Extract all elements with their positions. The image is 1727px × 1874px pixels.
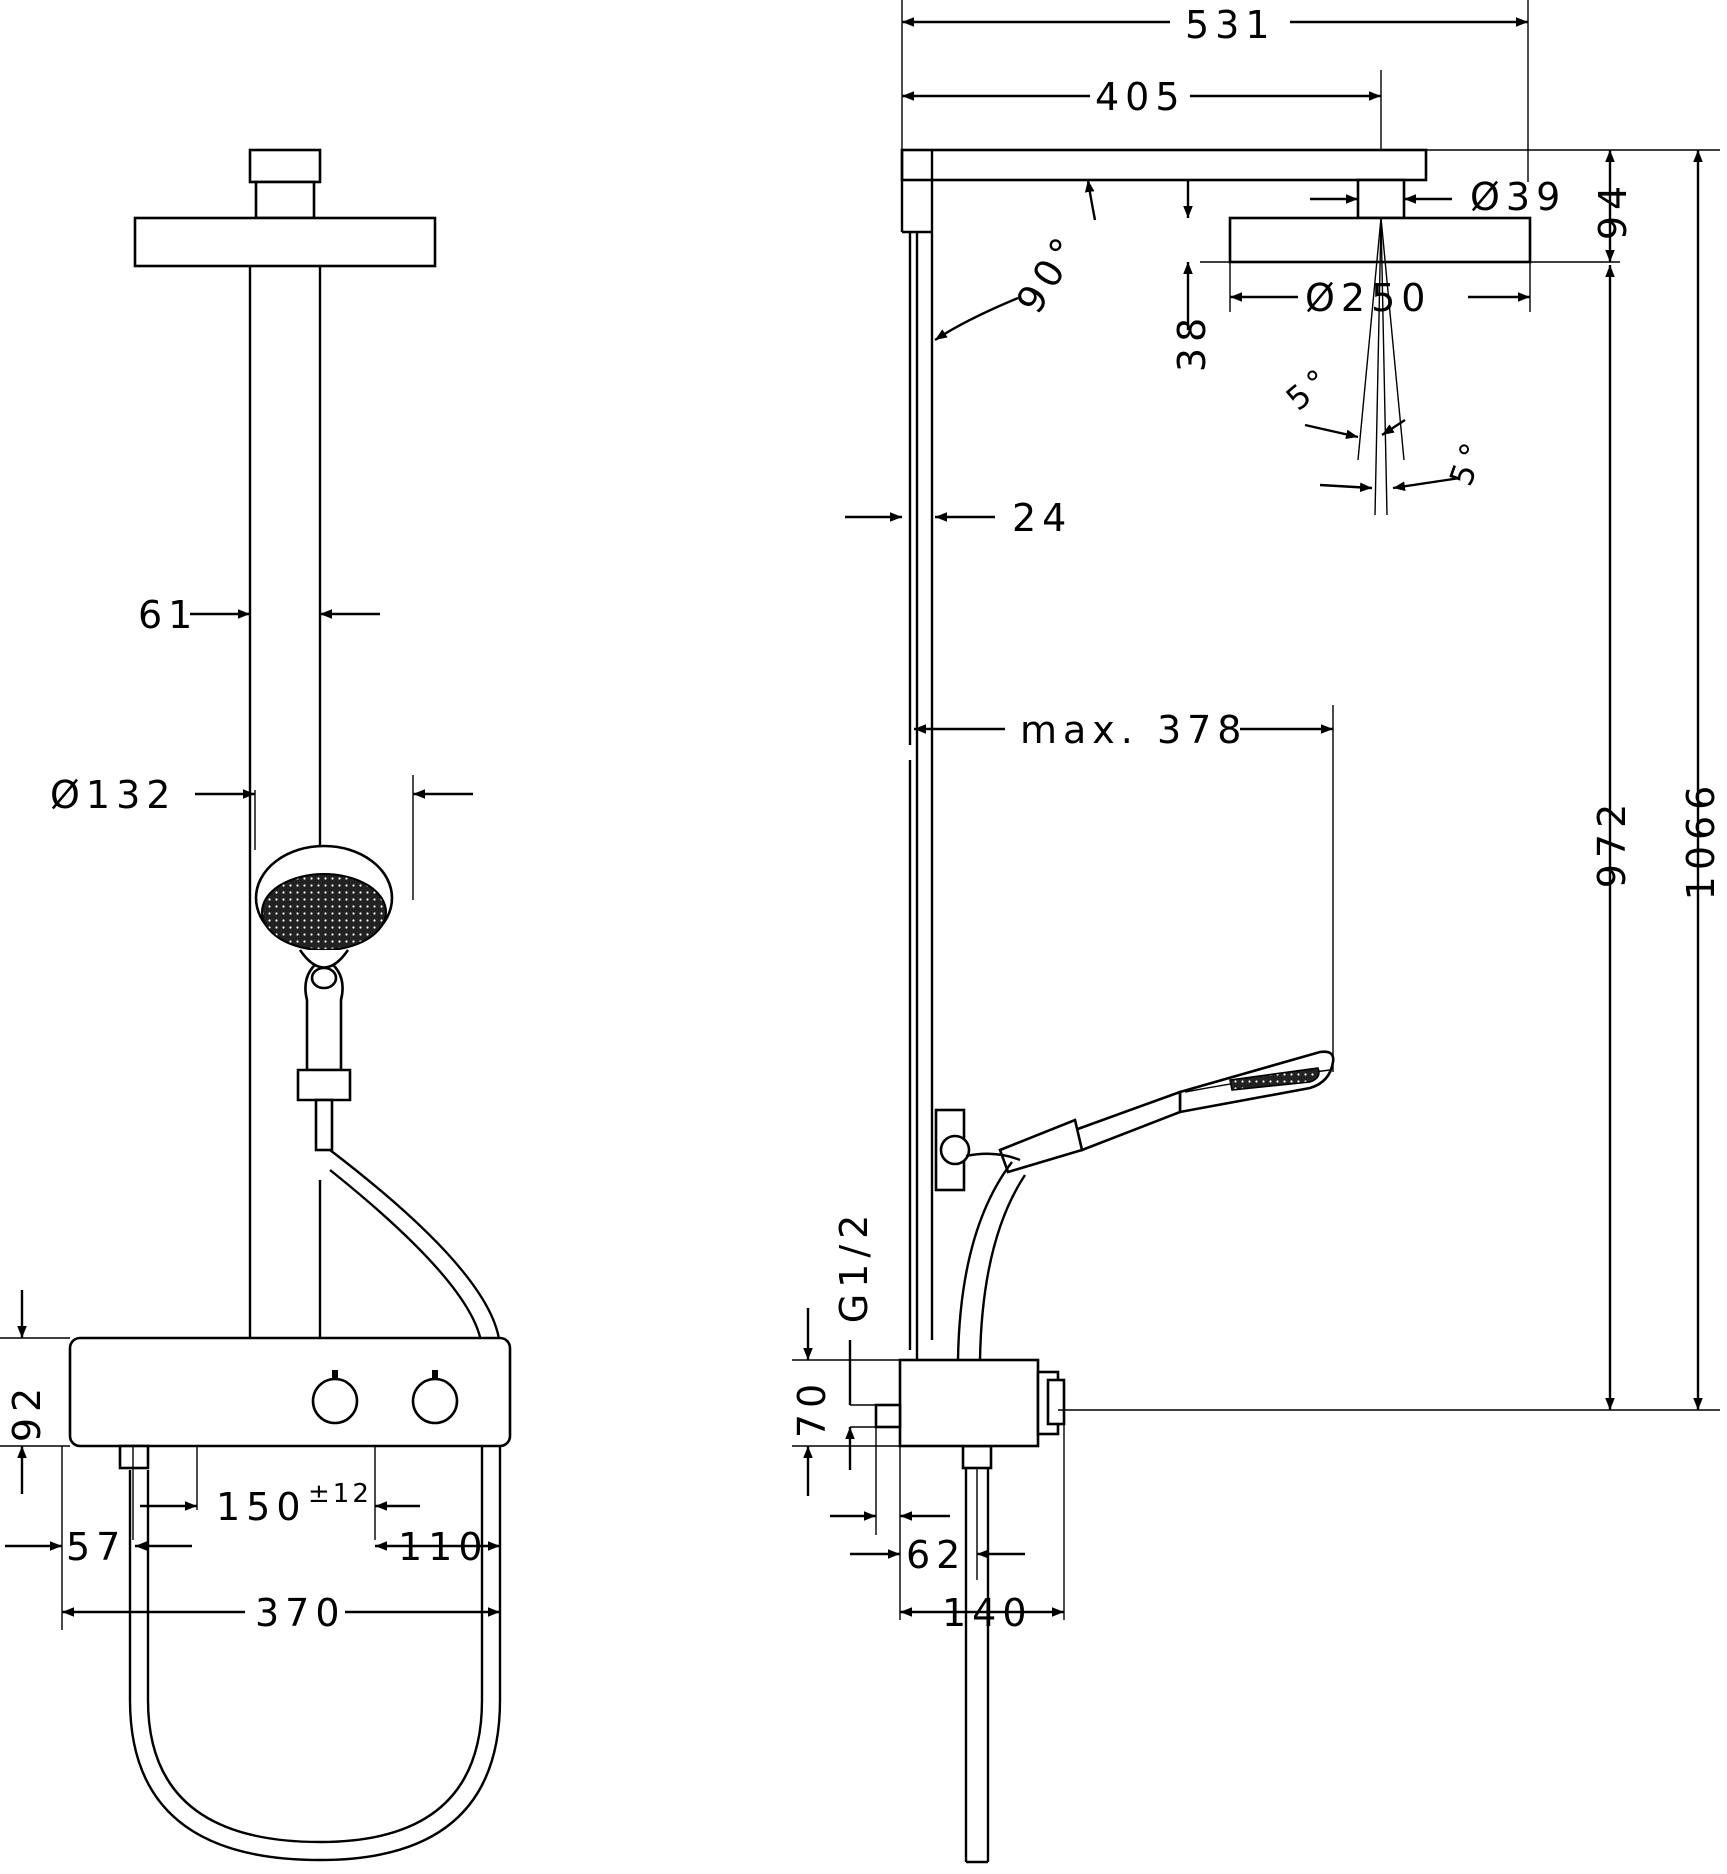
- spray-cone-side: [1357, 217, 1405, 516]
- dim-hand-shower-reach: max. 378: [1020, 708, 1247, 752]
- spray-face-side: [1229, 1067, 1320, 1091]
- front-dimensions: [0, 609, 501, 1630]
- dim-head-thickness: 38: [1170, 312, 1214, 372]
- dim-pipe-depth: 24: [1012, 496, 1072, 540]
- dim-left-offset: 57: [66, 1525, 126, 1569]
- dim-hand-shower-dia: Ø132: [50, 773, 176, 817]
- side-dimensions: [792, 0, 1720, 1620]
- dim-head-dia: Ø250: [1305, 276, 1431, 320]
- dim-inlet-spacing: 62: [906, 1533, 966, 1577]
- thermostat-front: [68, 1336, 512, 1470]
- dim-spray-angle-1: 5°: [1279, 358, 1340, 418]
- front-view: 61 Ø132 92 150 ±12 57 110 370: [0, 148, 512, 1862]
- dim-connection: G1/2: [832, 1209, 876, 1324]
- side-view: 531 405 Ø39 Ø250 94 38 90° 5° 5° 24 max.…: [790, 0, 1723, 1864]
- dim-head-connector-dia: Ø39: [1470, 175, 1566, 219]
- dim-height-total: 1066: [1679, 780, 1723, 901]
- dim-thermostat-depth: 140: [942, 1591, 1033, 1635]
- dim-arm-total: 531: [1185, 3, 1276, 47]
- dim-inlet-offset: 70: [790, 1378, 834, 1438]
- dim-height-outlet: 972: [1590, 798, 1634, 889]
- dim-arm-angle: 90°: [1008, 225, 1091, 321]
- dim-spray-angle-2: 5°: [1442, 432, 1494, 490]
- hose-front: [128, 1149, 502, 1862]
- riser-pipe-front: [248, 266, 322, 1338]
- hand-shower-front: [254, 844, 394, 1152]
- hose-side: [956, 1161, 1027, 1864]
- dim-thermostat-height: 92: [5, 1382, 49, 1442]
- shower-arm-side: [900, 148, 1428, 1360]
- dim-arm-to-head: 405: [1095, 75, 1186, 119]
- thermostat-side: [874, 1358, 1066, 1448]
- dim-head-height: 94: [1591, 180, 1635, 240]
- spray-face: [261, 873, 387, 951]
- dim-outlet-spacing: 150: [216, 1485, 307, 1529]
- hand-shower-side: [934, 1050, 1335, 1192]
- overhead-shower-front: [133, 148, 437, 268]
- dim-right-offset: 110: [398, 1525, 489, 1569]
- dim-pipe-width: 61: [138, 593, 198, 637]
- dim-total-width: 370: [255, 1591, 346, 1635]
- dim-outlet-spacing-tolerance: ±12: [308, 1479, 372, 1509]
